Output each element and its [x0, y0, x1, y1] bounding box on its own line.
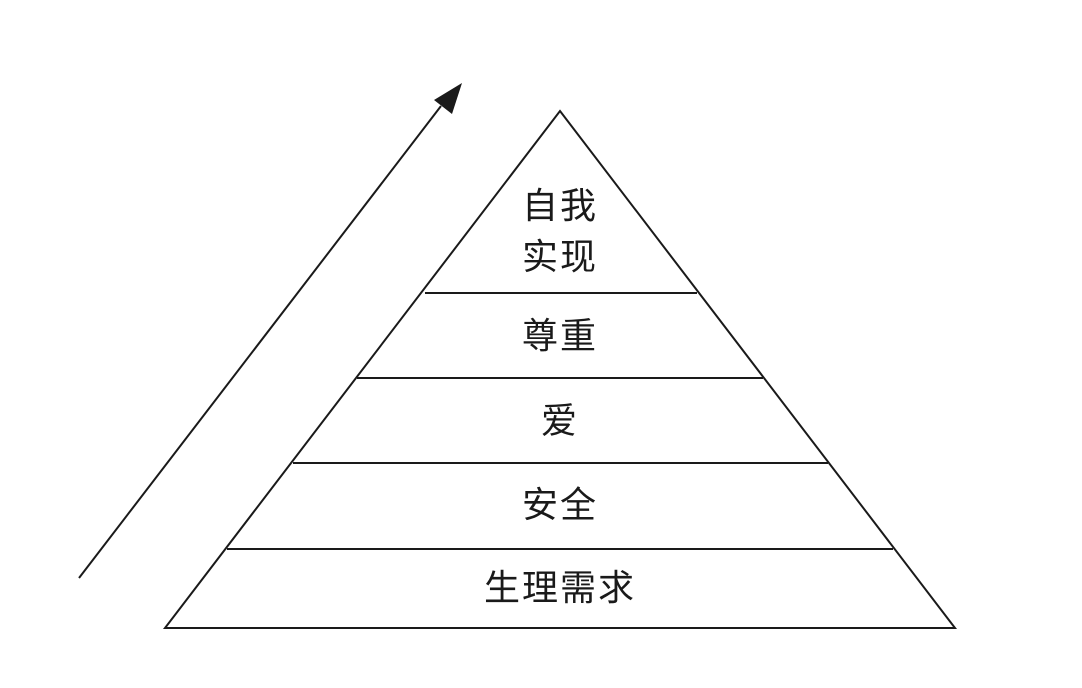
- level-label-line: 实现: [522, 237, 598, 278]
- pyramid-level-self-actualization: 自我 实现: [522, 186, 598, 278]
- pyramid-level-esteem: 尊重: [522, 316, 598, 357]
- pyramid-level-love: 爱: [541, 401, 579, 442]
- level-label-line: 自我: [522, 186, 598, 227]
- pyramid-level-physiological: 生理需求: [484, 568, 636, 609]
- level-label: 安全: [522, 485, 598, 526]
- arrow-up-right-icon: [434, 83, 462, 114]
- level-label: 尊重: [522, 316, 598, 357]
- level-label: 生理需求: [484, 568, 636, 609]
- pyramid-level-safety: 安全: [522, 485, 598, 526]
- arrow-shaft: [78, 105, 442, 579]
- ascending-arrow: [78, 83, 462, 579]
- level-label: 爱: [541, 401, 579, 442]
- pyramid: 自我 实现 尊重 爱 安全 生理需求: [162, 109, 958, 629]
- pyramid-outline: [162, 109, 958, 629]
